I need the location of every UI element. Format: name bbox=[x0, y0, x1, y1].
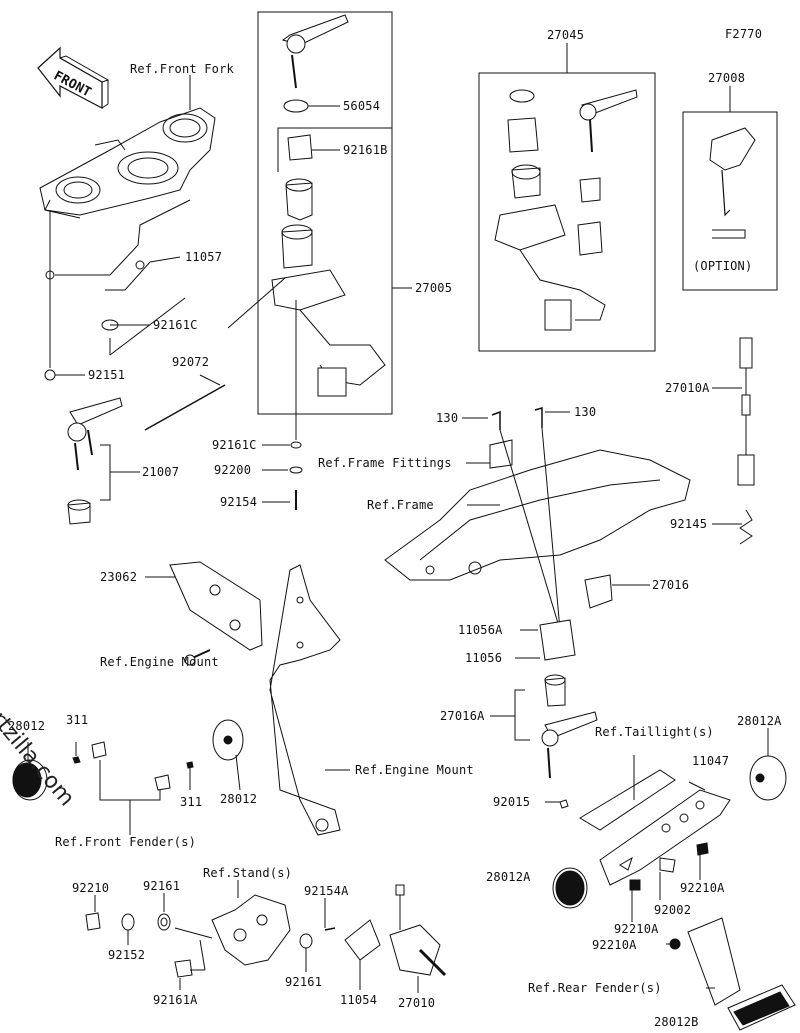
label-92145: 92145 bbox=[670, 517, 708, 531]
label-311-a: 311 bbox=[66, 713, 89, 727]
label-27016: 27016 bbox=[652, 578, 690, 592]
label-92154A: 92154A bbox=[304, 884, 349, 898]
label-28012-a: 28012 bbox=[8, 719, 46, 733]
label-27005: 27005 bbox=[415, 281, 453, 295]
label-ref-engine-mount-b: Ref.Engine Mount bbox=[355, 763, 474, 777]
label-92161-a: 92161 bbox=[143, 879, 181, 893]
label-92200: 92200 bbox=[214, 463, 252, 477]
cable-tie-part bbox=[144, 384, 226, 431]
label-92161B: 92161B bbox=[343, 143, 388, 157]
reflector-28012-right-icon bbox=[212, 719, 244, 761]
figure-code: F2770 bbox=[725, 27, 763, 41]
label-92072: 92072 bbox=[172, 355, 210, 369]
reflector-28012-left-icon bbox=[12, 759, 48, 801]
cap-92210-part bbox=[85, 912, 101, 931]
label-130-a: 130 bbox=[436, 411, 459, 425]
reflector-28012B-icon bbox=[727, 984, 796, 1031]
reflector-28012A-top-icon bbox=[749, 755, 787, 801]
label-92161C-a: 92161C bbox=[153, 318, 198, 332]
rear-fender-mount-part bbox=[669, 917, 741, 1006]
front-arrow-icon bbox=[37, 46, 110, 109]
label-92161-b: 92161 bbox=[285, 975, 323, 989]
label-11054: 11054 bbox=[340, 993, 378, 1007]
reflector-28012A-bottom-icon bbox=[552, 867, 588, 909]
option-key-icon bbox=[709, 127, 756, 239]
wire-11057-part bbox=[55, 199, 191, 291]
label-11056: 11056 bbox=[465, 651, 503, 665]
stand-switch-27010-part bbox=[389, 884, 447, 977]
label-27016A: 27016A bbox=[440, 709, 485, 723]
label-11056A: 11056A bbox=[458, 623, 503, 637]
label-92210: 92210 bbox=[72, 881, 110, 895]
triple-clamp-part bbox=[39, 107, 216, 219]
label-28012A-b: 28012A bbox=[486, 870, 531, 884]
label-92161A: 92161A bbox=[153, 993, 198, 1007]
sensor-27010A-part bbox=[737, 337, 755, 545]
label-92002: 92002 bbox=[654, 903, 692, 917]
bracket-11056-part bbox=[539, 619, 576, 661]
label-56054: 56054 bbox=[343, 99, 381, 113]
label-92015: 92015 bbox=[493, 795, 531, 809]
label-27045: 27045 bbox=[547, 28, 585, 42]
label-92210A-b: 92210A bbox=[614, 922, 659, 936]
label-28012B: 28012B bbox=[654, 1015, 699, 1029]
key-27005-icon bbox=[281, 14, 349, 89]
label-option: (OPTION) bbox=[693, 259, 753, 273]
key-set-box bbox=[257, 11, 393, 415]
bracket-27016-part bbox=[584, 574, 613, 609]
key-27016A-icon bbox=[541, 711, 598, 779]
label-ref-rear-fender: Ref.Rear Fender(s) bbox=[528, 981, 662, 995]
label-130-b: 130 bbox=[574, 405, 597, 419]
label-92210A-c: 92210A bbox=[592, 938, 637, 952]
label-11047: 11047 bbox=[692, 754, 730, 768]
label-ref-engine-mount-a: Ref.Engine Mount bbox=[100, 655, 219, 669]
pedal-arm-part bbox=[269, 564, 341, 836]
switch-body-part bbox=[271, 269, 346, 311]
bracket-11047-part bbox=[579, 769, 731, 886]
label-92151: 92151 bbox=[88, 368, 126, 382]
label-ref-taillight: Ref.Taillight(s) bbox=[595, 725, 714, 739]
label-311-b: 311 bbox=[180, 795, 203, 809]
label-11057: 11057 bbox=[185, 250, 223, 264]
label-92210A-a: 92210A bbox=[680, 881, 725, 895]
keys-21007-icon bbox=[67, 397, 123, 471]
label-92154: 92154 bbox=[220, 495, 258, 509]
label-92152: 92152 bbox=[108, 948, 146, 962]
label-27010: 27010 bbox=[398, 996, 436, 1010]
frame-fitting-part bbox=[489, 439, 513, 469]
label-28012-b: 28012 bbox=[220, 792, 258, 806]
label-ref-stand: Ref.Stand(s) bbox=[203, 866, 293, 880]
label-28012A-a: 28012A bbox=[737, 714, 782, 728]
label-92161C-b: 92161C bbox=[212, 438, 257, 452]
label-21007: 21007 bbox=[142, 465, 180, 479]
label-ref-front-fender: Ref.Front Fender(s) bbox=[55, 835, 197, 849]
bracket-23062-part bbox=[169, 561, 263, 651]
stand-bracket-part bbox=[211, 894, 291, 966]
label-27010A: 27010A bbox=[665, 381, 710, 395]
lock-cylinder-part bbox=[285, 182, 313, 221]
label-27008: 27008 bbox=[708, 71, 746, 85]
label-ref-front-fork: Ref.Front Fork bbox=[130, 62, 234, 76]
switch-11054-part bbox=[344, 919, 381, 961]
frame-part bbox=[384, 449, 691, 581]
label-ref-frame-fittings: Ref.Frame Fittings bbox=[318, 456, 452, 470]
label-ref-frame: Ref.Frame bbox=[367, 498, 434, 512]
key-27045-icon bbox=[579, 89, 638, 153]
label-23062: 23062 bbox=[100, 570, 138, 584]
